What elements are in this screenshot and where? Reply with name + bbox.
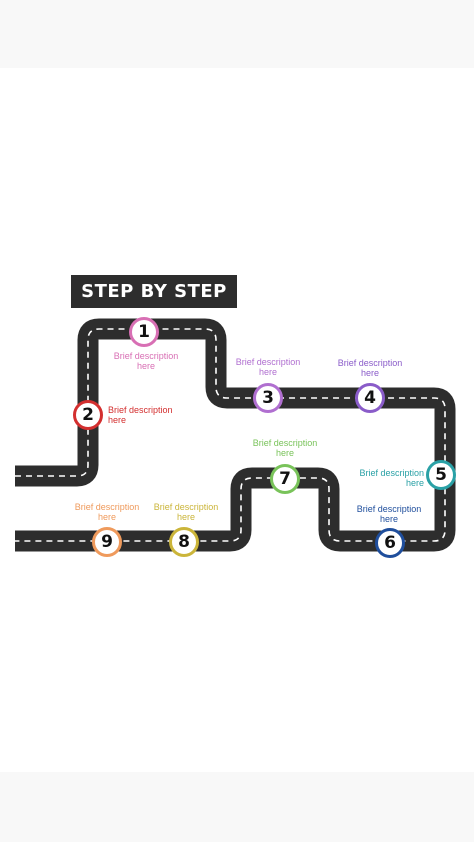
step-3-number: 3 [262,388,274,408]
step-5-number: 5 [435,465,447,485]
step-4-marker: 4 [355,383,385,413]
step-6-description: Brief description here [356,504,422,524]
step-7-description: Brief description here [252,438,318,458]
step-1-number: 1 [138,322,150,342]
step-7-marker: 7 [270,464,300,494]
step-9-number: 9 [101,532,113,552]
step-4-number: 4 [364,388,376,408]
step-8-description: Brief description here [153,502,219,522]
step-8-marker: 8 [169,527,199,557]
step-1-marker: 1 [129,317,159,347]
step-5-marker: 5 [426,460,456,490]
step-5-description: Brief description here [359,468,424,488]
step-8-number: 8 [178,532,190,552]
step-2-description: Brief description here [108,405,173,425]
step-2-marker: 2 [73,400,103,430]
top-margin-band [0,0,474,68]
step-6-number: 6 [384,533,396,553]
step-1-description: Brief description here [113,351,179,371]
step-9-description: Brief description here [74,502,140,522]
step-2-number: 2 [82,405,94,425]
step-9-marker: 9 [92,527,122,557]
step-3-marker: 3 [253,383,283,413]
step-4-description: Brief description here [337,358,403,378]
diagram-title: STEP BY STEP [71,275,237,308]
step-7-number: 7 [279,469,291,489]
bottom-margin-band [0,772,474,842]
step-6-marker: 6 [375,528,405,558]
step-3-description: Brief description here [235,357,301,377]
